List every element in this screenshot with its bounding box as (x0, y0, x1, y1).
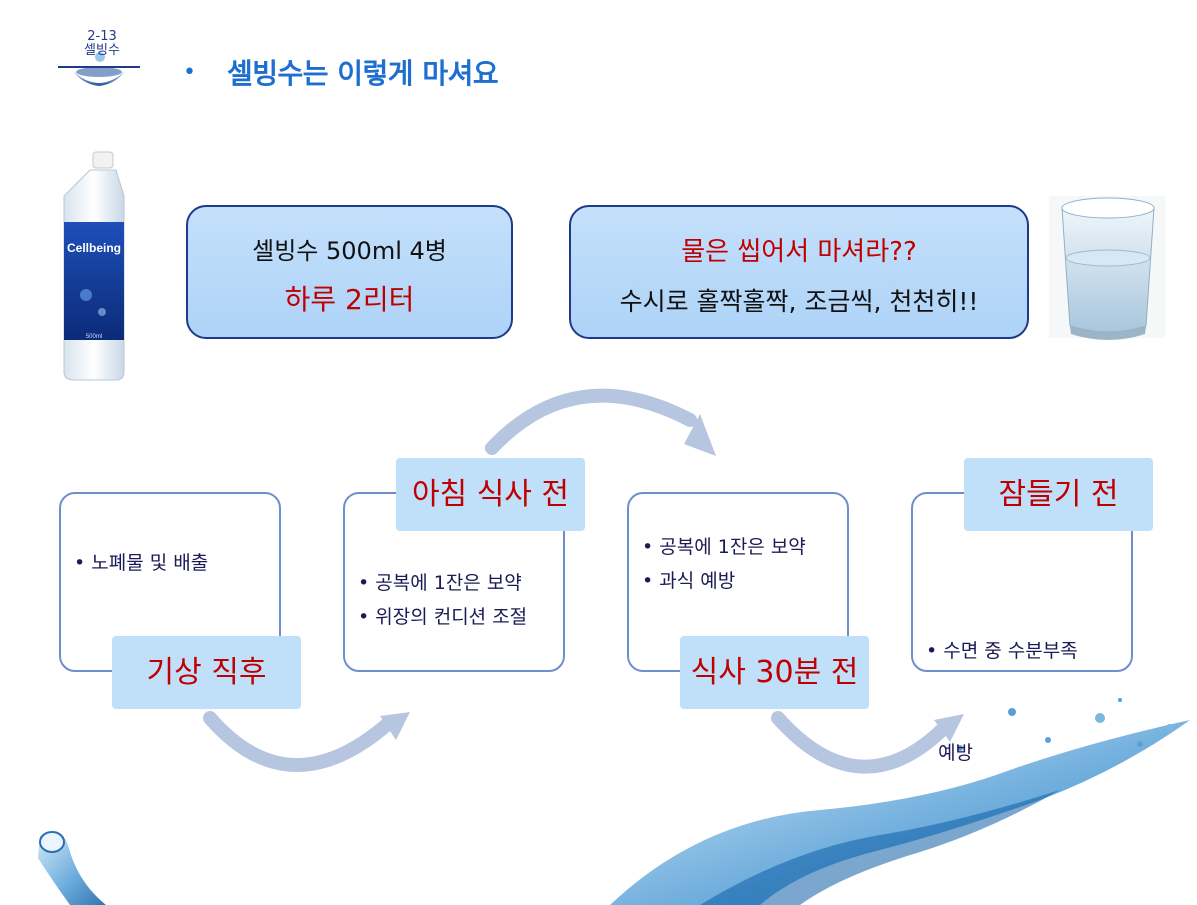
step-2-item-1: • 공복에 1잔은 보약 (358, 566, 527, 600)
daily-amount-bottles: 셀빙수 500ml 4병 (188, 231, 511, 266)
bottle-volume-text: 500ml (86, 334, 102, 340)
title-bullet: • (183, 60, 196, 85)
step-4-label: 잠들기 전 (964, 458, 1153, 531)
logo-word: 셀빙수 (76, 44, 128, 58)
step-4-item-1: • 수면 중 수분부족 (926, 634, 1078, 668)
step-4-details: • 수면 중 수분부족 예방 (926, 566, 1078, 804)
water-bottle-image: Cellbeing 500ml (64, 152, 124, 380)
flow-arrow-1 (210, 718, 390, 765)
page-title: 셀빙수는 이렇게 마셔요 (227, 52, 498, 92)
step-3-item-1: • 공복에 1잔은 보약 (642, 530, 806, 564)
daily-amount-liters: 하루 2리터 (188, 278, 511, 318)
step-2-item-2: • 위장의 컨디션 조절 (358, 600, 527, 634)
flow-arrow-3 (778, 718, 944, 767)
step-3-item-2: • 과식 예방 (642, 564, 806, 598)
section-number: 2-13 (82, 30, 122, 44)
logo-divider (58, 66, 140, 68)
step-2-label: 아침 식사 전 (396, 458, 585, 531)
water-splash-image (610, 698, 1190, 905)
drinking-tip-advice: 수시로 홀짝홀짝, 조금씩, 천천히!! (571, 282, 1027, 318)
step-1-item-1: • 노폐물 및 배출 (74, 546, 208, 580)
daily-amount-box: 셀빙수 500ml 4병 하루 2리터 (186, 205, 513, 339)
step-2-details: • 공복에 1잔은 보약 • 위장의 컨디션 조절 (358, 566, 527, 634)
drinking-tip-box: 물은 씹어서 마셔라?? 수시로 홀짝홀짝, 조금씩, 천천히!! (569, 205, 1029, 339)
water-glass-image (1049, 196, 1165, 340)
flow-arrow-2 (492, 396, 690, 448)
drinking-tip-question: 물은 씹어서 마셔라?? (571, 231, 1027, 268)
bottle-label-text: Cellbeing (67, 241, 121, 255)
step-1-label: 기상 직후 (112, 636, 301, 709)
step-3-label: 식사 30분 전 (680, 636, 869, 709)
water-drop-swirl-icon (38, 831, 106, 905)
step-4-item-2: 예방 (926, 736, 1078, 770)
step-3-details: • 공복에 1잔은 보약 • 과식 예방 (642, 530, 806, 598)
step-1-details: • 노폐물 및 배출 (74, 546, 208, 580)
